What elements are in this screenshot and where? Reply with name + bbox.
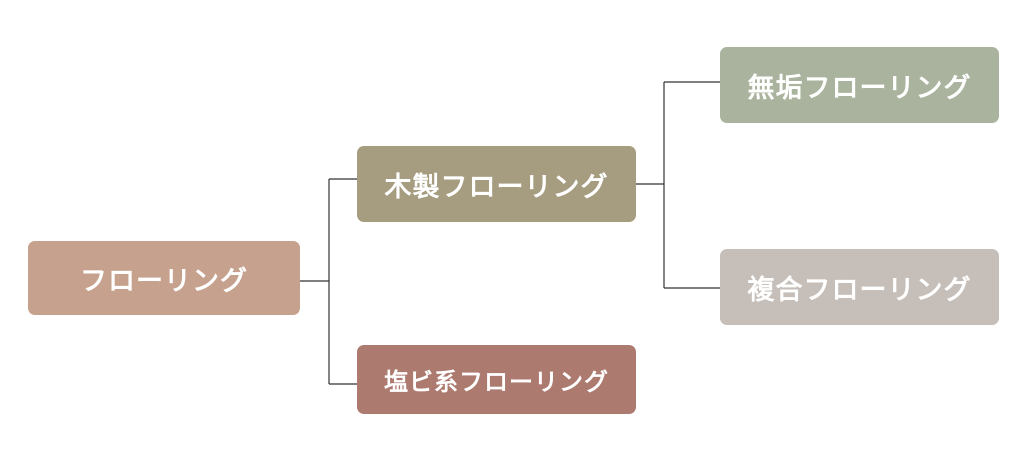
node-vinyl-flooring: 塩ビ系フローリング: [357, 345, 636, 414]
connector-wood-to-children: [636, 81, 720, 289]
node-composite-flooring-label: 複合フローリング: [747, 274, 972, 306]
node-vinyl-flooring-label: 塩ビ系フローリング: [384, 368, 609, 396]
node-solid-wood-flooring: 無垢フローリング: [720, 47, 999, 123]
connector-root-to-children: [300, 178, 357, 385]
node-solid-wood-flooring-label: 無垢フローリング: [747, 72, 972, 104]
node-flooring-label: フローリング: [80, 265, 248, 297]
node-wooden-flooring-label: 木製フローリング: [384, 171, 609, 203]
node-composite-flooring: 複合フローリング: [720, 249, 999, 325]
node-wooden-flooring: 木製フローリング: [357, 146, 636, 222]
node-flooring: フローリング: [28, 241, 300, 315]
